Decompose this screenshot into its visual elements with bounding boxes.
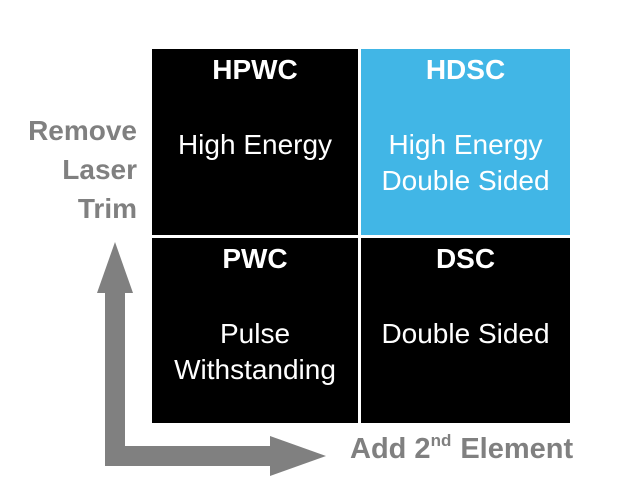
quadrant-hdsc-abbr: HDSC (425, 54, 506, 85)
y-axis-label-line: Laser (62, 154, 137, 185)
quadrant-dsc-description: Double Sided (361, 316, 570, 352)
description-line: High Energy (177, 129, 333, 160)
quadrant-pwc-description: Pulse Withstanding (152, 316, 358, 388)
y-axis-arrow-shaft (105, 290, 125, 466)
description-line: High Energy (388, 129, 543, 160)
quadrant-dsc: DSC Double Sided (361, 238, 570, 423)
quadrant-pwc: PWC Pulse Withstanding (152, 238, 358, 423)
quadrant-hpwc-abbr: HPWC (212, 54, 298, 85)
description-line: Withstanding (174, 354, 336, 385)
x-axis-label-ordinal: nd (430, 431, 452, 451)
quadrant-hpwc: HPWC High Energy (152, 49, 358, 235)
x-axis-label: Add 2nd Element (350, 432, 573, 466)
y-axis-label: Remove Laser Trim (0, 111, 137, 228)
x-axis-label-prefix: Add 2 (350, 433, 431, 465)
quadrant-hdsc: HDSC High Energy Double Sided (361, 49, 570, 235)
quadrant-hpwc-description: High Energy (152, 127, 358, 163)
quadrant-dsc-abbr: DSC (435, 243, 496, 274)
y-axis-label-line: Trim (77, 193, 137, 224)
x-axis-arrow-shaft (105, 446, 271, 466)
description-line: Double Sided (381, 318, 550, 349)
y-axis-arrow-head-icon (97, 242, 133, 293)
x-axis-arrow-head-icon (270, 436, 326, 476)
quadrant-pwc-abbr: PWC (222, 243, 288, 274)
x-axis-label-suffix: Element (460, 433, 574, 465)
description-line: Pulse (219, 318, 291, 349)
description-line: Double Sided (381, 165, 550, 196)
quadrant-hdsc-description: High Energy Double Sided (361, 127, 570, 199)
y-axis-label-line: Remove (28, 115, 137, 146)
